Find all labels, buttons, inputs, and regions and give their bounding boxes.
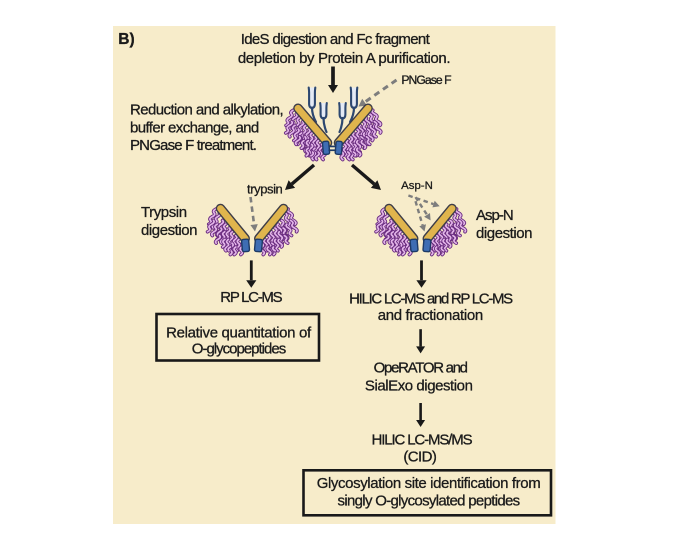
svg-text:digestion: digestion — [141, 222, 197, 239]
svg-text:(CID): (CID) — [403, 449, 437, 466]
svg-text:OpeRATOR and: OpeRATOR and — [374, 359, 468, 376]
svg-text:depletion by Protein A purific: depletion by Protein A purification. — [238, 50, 450, 67]
svg-text:buffer exchange, and: buffer exchange, and — [130, 120, 259, 137]
svg-text:B): B) — [118, 31, 134, 48]
svg-text:O-glycopeptides: O-glycopeptides — [192, 341, 286, 358]
svg-text:IdeS digestion and Fc fragment: IdeS digestion and Fc fragment — [241, 31, 431, 48]
svg-text:Glycosylation site identificat: Glycosylation site identification from — [317, 475, 541, 492]
svg-text:PNGase F: PNGase F — [401, 73, 451, 87]
svg-text:RP LC-MS: RP LC-MS — [220, 289, 282, 306]
svg-text:Reduction and alkylation,: Reduction and alkylation, — [130, 101, 283, 118]
svg-text:HILIC LC-MS and RP LC-MS: HILIC LC-MS and RP LC-MS — [349, 291, 513, 308]
svg-text:PNGase F treatment.: PNGase F treatment. — [130, 137, 256, 154]
svg-text:Relative quantitation of: Relative quantitation of — [166, 325, 312, 342]
svg-text:and fractionation: and fractionation — [378, 307, 483, 324]
svg-text:trypsin: trypsin — [247, 182, 282, 197]
svg-text:HILIC LC-MS/MS: HILIC LC-MS/MS — [372, 431, 473, 448]
svg-text:Asp-N: Asp-N — [401, 180, 433, 192]
svg-text:Trypsin: Trypsin — [141, 204, 187, 221]
svg-text:Asp-N: Asp-N — [476, 207, 513, 224]
svg-text:digestion: digestion — [476, 225, 532, 242]
svg-text:SialExo digestion: SialExo digestion — [365, 377, 473, 394]
svg-text:singly O-glycosylated peptides: singly O-glycosylated peptides — [338, 492, 520, 509]
